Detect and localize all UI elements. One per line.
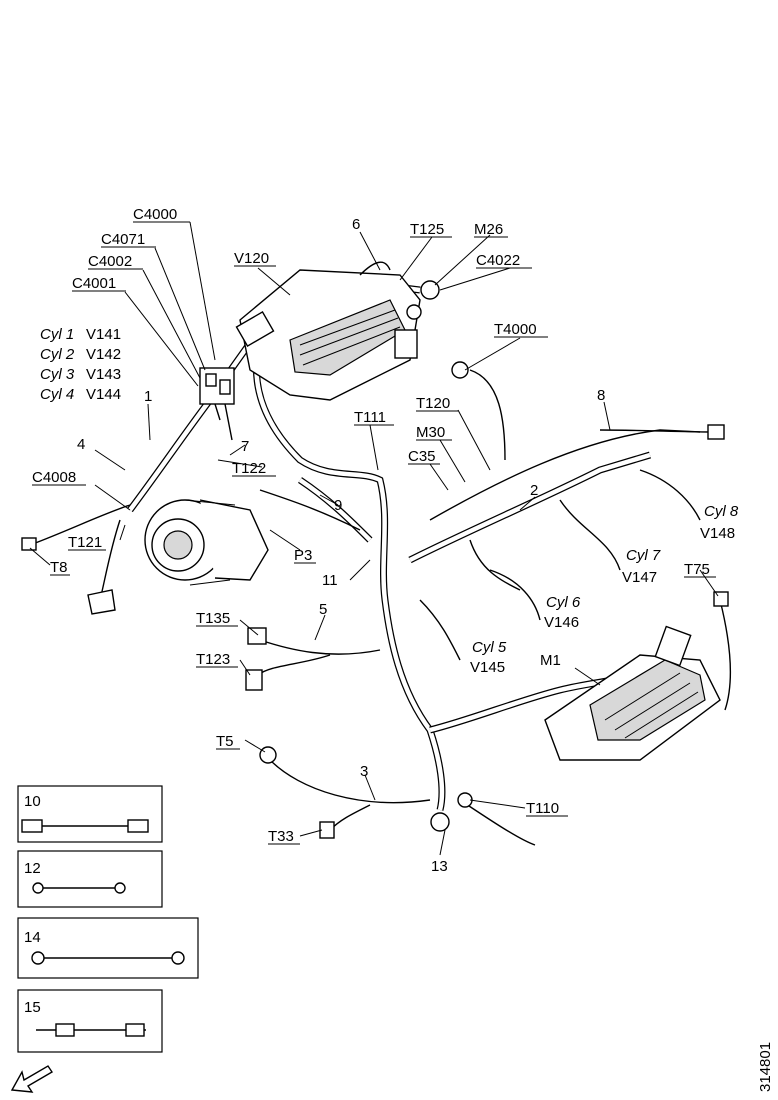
label-9: 9 <box>334 497 342 514</box>
label-t120: T120 <box>416 395 450 412</box>
label-cyl4: Cyl 4 <box>40 386 74 403</box>
label-cyl5: Cyl 5 <box>472 639 507 656</box>
legend-number-12: 12 <box>24 860 41 877</box>
label-c4001: C4001 <box>72 275 116 292</box>
label-c4071: C4071 <box>101 231 145 248</box>
label-m30: M30 <box>416 424 445 441</box>
label-t8: T8 <box>50 559 68 576</box>
label-c35: C35 <box>408 448 436 465</box>
label-t111: T111 <box>354 409 386 426</box>
label-t5: T5 <box>216 733 234 750</box>
label-cyl2: Cyl 2 <box>40 346 75 363</box>
label-1: 1 <box>144 388 152 405</box>
label-t4000: T4000 <box>494 321 537 338</box>
legend-box-12: 12 <box>17 850 163 908</box>
label-v148: V148 <box>700 525 735 542</box>
legend-box-15: 15 <box>17 989 163 1053</box>
starter-motor-m1 <box>544 625 721 761</box>
legend-number-10: 10 <box>24 793 41 810</box>
label-t125: T125 <box>410 221 444 238</box>
label-cyl3: Cyl 3 <box>40 366 75 383</box>
label-11: 11 <box>322 572 338 589</box>
label-t135: T135 <box>196 610 230 627</box>
legend-box-10: 10 <box>17 785 163 843</box>
label-6: 6 <box>352 216 360 233</box>
label-v142: V142 <box>86 346 121 363</box>
label-c4002: C4002 <box>88 253 132 270</box>
label-c4000: C4000 <box>133 206 177 223</box>
label-v120: V120 <box>234 250 269 267</box>
label-v146: V146 <box>544 614 579 631</box>
label-c4008: C4008 <box>32 469 76 486</box>
label-2: 2 <box>530 482 538 499</box>
document-id: 314801 <box>757 1042 774 1092</box>
label-t75: T75 <box>684 561 710 578</box>
label-t33: T33 <box>268 828 294 845</box>
alternator-p3 <box>144 499 269 586</box>
label-5: 5 <box>319 601 327 618</box>
label-t123: T123 <box>196 651 230 668</box>
label-v147: V147 <box>622 569 657 586</box>
label-t110: T110 <box>526 800 559 817</box>
label-v143: V143 <box>86 366 121 383</box>
legend-box-14: 14 <box>17 917 199 979</box>
label-m1: M1 <box>540 652 561 669</box>
callout-lines <box>29 221 719 856</box>
label-t122: T122 <box>232 460 266 477</box>
connector-cluster-top <box>199 261 440 441</box>
label-p3: P3 <box>294 547 312 564</box>
label-13: 13 <box>431 858 448 875</box>
label-4: 4 <box>77 436 85 453</box>
label-v141: V141 <box>86 326 121 343</box>
labels: C4000 C4071 C4002 C4001 Cyl 1 V141 Cyl 2… <box>32 206 739 875</box>
label-c4022: C4022 <box>476 252 520 269</box>
label-cyl7: Cyl 7 <box>626 547 661 564</box>
orientation-arrow-icon <box>10 1065 53 1093</box>
injector-harness-2 <box>408 429 701 661</box>
label-8: 8 <box>597 387 605 404</box>
label-cyl6: Cyl 6 <box>546 594 581 611</box>
legend-number-15: 15 <box>24 999 41 1016</box>
legend-number-14: 14 <box>24 929 41 946</box>
label-cyl8: Cyl 8 <box>704 503 739 520</box>
intake-manifold-v120 <box>235 269 421 401</box>
sensor-wires <box>21 361 732 846</box>
label-3: 3 <box>360 763 368 780</box>
label-7: 7 <box>241 438 249 455</box>
label-v144: V144 <box>86 386 121 403</box>
label-v145: V145 <box>470 659 505 676</box>
label-t121: T121 <box>68 534 102 551</box>
label-m26: M26 <box>474 221 503 238</box>
label-cyl1: Cyl 1 <box>40 326 74 343</box>
